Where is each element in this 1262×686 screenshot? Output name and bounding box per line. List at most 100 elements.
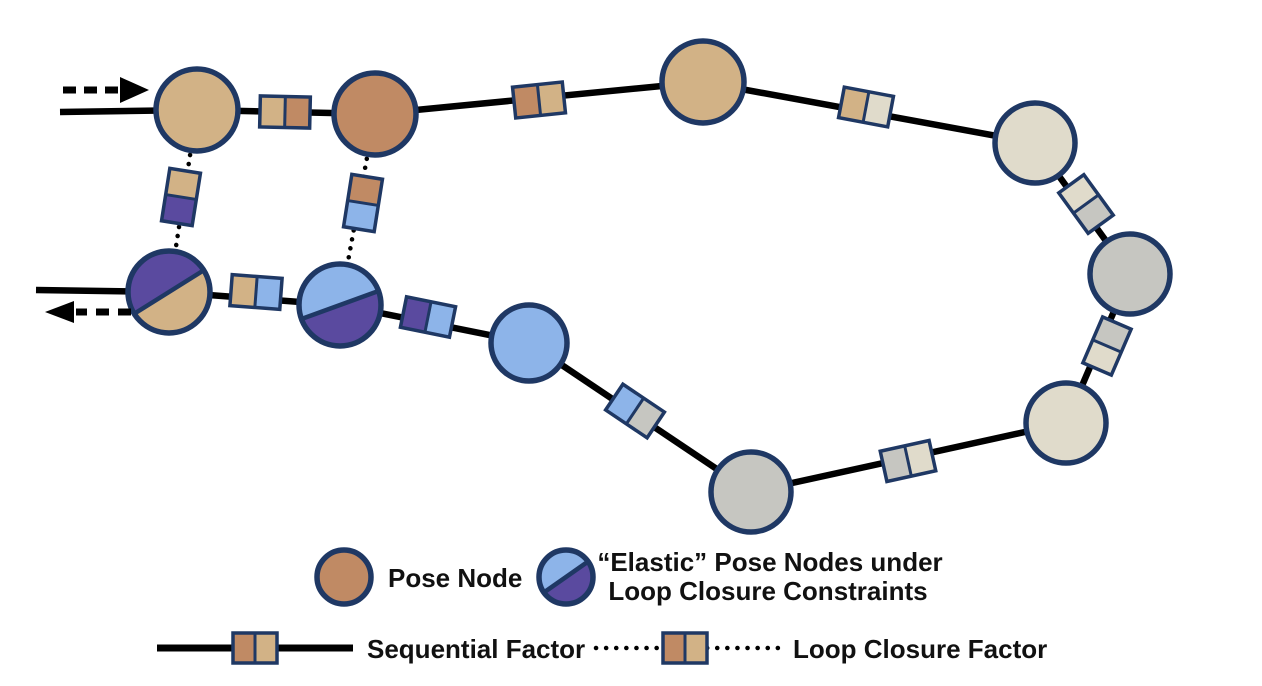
sequential-factor <box>510 80 568 120</box>
factor-half <box>255 633 277 663</box>
legend-elastic-node-label-line2: Loop Closure Constraints <box>608 576 927 606</box>
loop-closure-factor <box>159 166 203 228</box>
factor-outline <box>257 94 313 130</box>
elastic-outline <box>125 248 213 336</box>
legend-loop-closure-factor-label: Loop Closure Factor <box>793 634 1047 664</box>
factor-half <box>537 82 566 116</box>
elastic-top-half <box>538 549 589 593</box>
factor-outline <box>603 381 667 441</box>
legend-symbols <box>157 547 785 665</box>
pose-node <box>992 100 1078 186</box>
sequential-factor <box>257 94 313 130</box>
legend-elastic-node-symbol <box>536 547 596 607</box>
elastic-split-line <box>300 288 380 322</box>
factor-half <box>904 440 936 477</box>
factor-outline <box>661 631 709 665</box>
factor-boxes-layer <box>159 80 1134 484</box>
sequential-factor <box>228 272 284 312</box>
factor-half <box>863 91 894 127</box>
factor-half <box>605 384 644 424</box>
factor-divider <box>625 397 645 425</box>
factor-half <box>1073 194 1114 234</box>
factor-half <box>284 96 311 129</box>
factor-half <box>626 398 665 438</box>
arrow-head <box>120 77 149 103</box>
pose-node <box>488 302 570 384</box>
pose-node <box>153 66 241 154</box>
factor-outline <box>398 294 458 340</box>
factor-outline <box>228 272 284 312</box>
legend-sequential-factor-label: Sequential Factor <box>367 634 585 664</box>
elastic-pose-node <box>125 248 213 336</box>
factor-divider <box>165 193 197 201</box>
factor-half <box>347 174 383 206</box>
sequential-factor <box>603 381 667 441</box>
factor-outline <box>878 438 938 484</box>
exit-arrow <box>45 301 131 323</box>
pose-node <box>1087 231 1173 317</box>
factor-outline <box>510 80 568 120</box>
factor-half <box>259 95 286 128</box>
factor-divider <box>1092 338 1122 354</box>
entry-arrow <box>63 77 149 103</box>
factor-half <box>229 274 258 308</box>
factor-half <box>880 445 912 482</box>
elastic-split-line <box>542 559 590 595</box>
elastic-bottom-half <box>301 290 381 347</box>
factor-half <box>1058 174 1099 214</box>
factor-outline <box>836 85 896 129</box>
legend-elastic-node-label-line1: “Elastic” Pose Nodes under <box>597 547 942 577</box>
factor-divider <box>903 445 913 477</box>
factor-half <box>254 276 283 310</box>
legend-pose-node-label: Pose Node <box>388 563 522 593</box>
elastic-outline <box>536 547 596 607</box>
sequential-factor <box>1056 172 1116 236</box>
factor-divider <box>253 276 259 308</box>
factor-divider <box>347 199 379 207</box>
elastic-top-half <box>128 251 204 314</box>
elastic-top-half <box>299 264 379 320</box>
factor-outline <box>1056 172 1116 236</box>
factor-divider <box>535 84 543 116</box>
factor-half <box>663 633 685 663</box>
factor-half <box>161 194 197 226</box>
pose-nodes-layer <box>125 38 1173 535</box>
legend-pose-node-symbol <box>314 547 374 607</box>
factor-divider <box>423 301 433 333</box>
elastic-pose-node <box>296 261 384 349</box>
sequential-factor <box>398 294 458 340</box>
factor-outline <box>341 172 385 234</box>
factor-half <box>424 301 456 338</box>
sequential-factor <box>836 85 896 129</box>
elastic-split-line <box>133 268 205 316</box>
elastic-outline <box>296 261 384 349</box>
factor-divider <box>283 96 287 128</box>
factor-half <box>343 200 379 232</box>
sequential-factor <box>1080 314 1134 378</box>
loop-closure-factor <box>341 172 385 234</box>
legend: Pose Node “Elastic” Pose Nodes under Loo… <box>157 547 1047 665</box>
factor-half <box>512 84 541 118</box>
factor-half <box>685 633 707 663</box>
pose-node <box>331 70 419 158</box>
pose-node <box>708 449 794 535</box>
elastic-bottom-half <box>134 270 210 333</box>
factor-divider <box>1072 193 1100 215</box>
factor-divider <box>861 91 871 123</box>
factor-outline <box>159 166 203 228</box>
arrow-head <box>45 301 74 323</box>
legend-loop-closure-factor-symbol <box>661 631 709 665</box>
factor-outline <box>231 631 279 665</box>
factor-half <box>165 168 201 200</box>
sequential-factor <box>878 438 938 484</box>
factor-half <box>838 87 869 123</box>
factor-outline <box>1080 314 1134 378</box>
pose-node <box>1023 380 1109 466</box>
factor-half <box>400 296 432 333</box>
elastic-bottom-half <box>543 561 593 604</box>
pose-node <box>659 38 747 126</box>
factor-half <box>233 633 255 663</box>
trajectory-arrows-layer <box>45 77 149 323</box>
